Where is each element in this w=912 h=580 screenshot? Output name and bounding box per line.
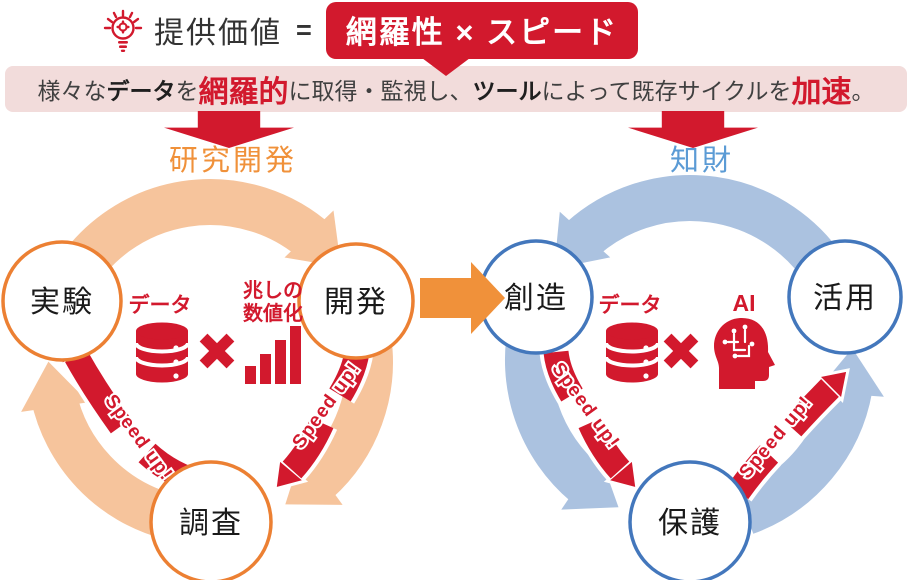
lightbulb-gear-icon bbox=[103, 9, 143, 52]
banner-segment: に取得・監視し、 bbox=[288, 78, 473, 104]
node-circle-protection bbox=[628, 460, 752, 580]
node-label-experiment: 実験 bbox=[30, 286, 94, 319]
node-label-utilization: 活用 bbox=[813, 282, 877, 315]
cycle-title-rnd: 研究開発 bbox=[168, 145, 297, 177]
ai-head-icon bbox=[714, 317, 775, 389]
banner-segment: 網羅的 bbox=[198, 76, 289, 109]
node-label-survey: 調査 bbox=[179, 507, 243, 540]
node-circle-experiment bbox=[1, 240, 123, 362]
banner-segment: 。 bbox=[851, 78, 875, 104]
node-label-protection: 保護 bbox=[658, 507, 722, 540]
data-label: データ bbox=[599, 293, 662, 317]
multiply-icon bbox=[199, 333, 235, 369]
equals-sign: = bbox=[296, 14, 312, 45]
header: 提供価値 = 網羅性 × スピード bbox=[100, 1, 639, 59]
connector-arrow-icon bbox=[420, 262, 505, 334]
value-proposition-label: 提供価値 bbox=[154, 17, 282, 50]
bar-chart-icon bbox=[245, 326, 301, 384]
ai-label: AI bbox=[733, 290, 756, 316]
pointer-triangle-icon bbox=[414, 52, 478, 76]
banner-segment: を bbox=[175, 78, 199, 104]
factor-label-line1: 兆しの bbox=[243, 279, 303, 302]
banner-segment: ツール bbox=[472, 78, 542, 104]
node-label-creation: 創造 bbox=[504, 282, 568, 315]
node-circle-utilization bbox=[787, 239, 903, 355]
rnd-arc-left-arrowhead bbox=[21, 361, 89, 412]
ip-cycle: Speed up! Speed up! 創造 活用 保護 bbox=[478, 175, 903, 580]
rnd-arc-top bbox=[51, 179, 333, 294]
banner-segment: 加速 bbox=[791, 76, 852, 109]
cycle-title-ip: 知財 bbox=[669, 145, 734, 177]
data-label: データ bbox=[129, 293, 192, 317]
node-circle-survey bbox=[149, 460, 273, 580]
database-icon bbox=[604, 322, 660, 383]
banner-segment: データ bbox=[106, 78, 176, 104]
rnd-arc-left bbox=[31, 389, 176, 539]
ip-arc-right bbox=[736, 383, 873, 534]
value-box: 網羅性 × スピード bbox=[325, 1, 639, 59]
node-circle-development bbox=[297, 242, 415, 360]
factor-label-line2: 数値化 bbox=[243, 301, 303, 325]
rnd-cycle: Speed up! Speed up! 実験 開発 調査 bbox=[1, 179, 415, 580]
database-icon bbox=[134, 322, 190, 383]
node-label-development: 開発 bbox=[324, 286, 388, 319]
multiply-icon bbox=[663, 333, 699, 369]
banner-segment: によって既存サイクルを bbox=[541, 78, 792, 104]
banner-segment: 様々な bbox=[37, 78, 107, 104]
ip-arc-top bbox=[566, 175, 847, 287]
